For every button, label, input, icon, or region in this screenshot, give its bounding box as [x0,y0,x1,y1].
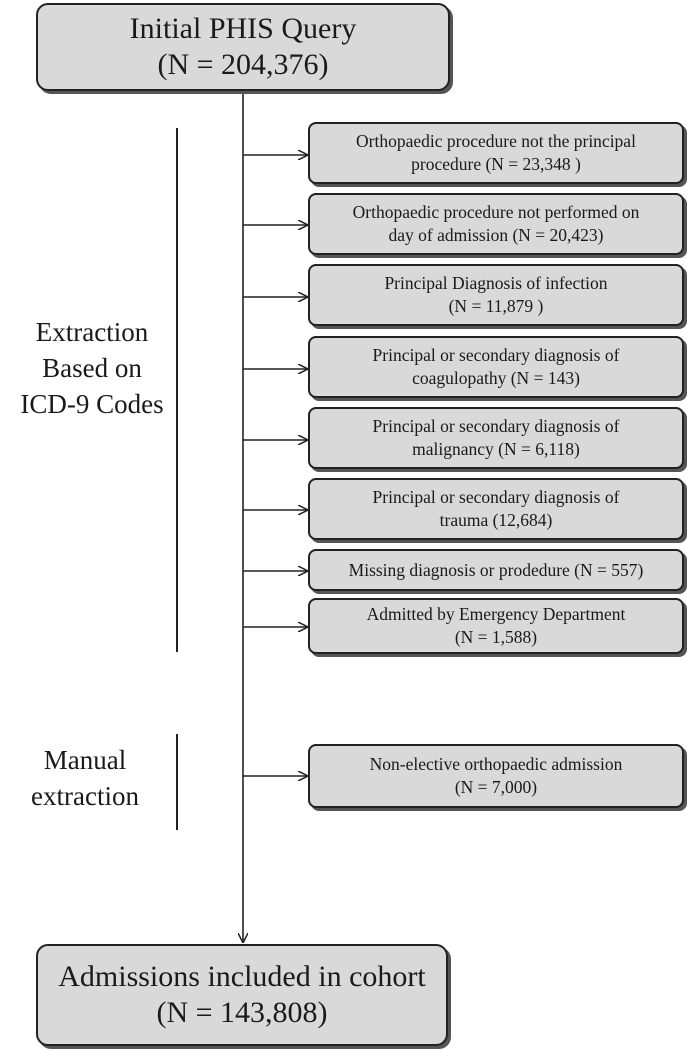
exclusion-box-infection: Principal Diagnosis of infection (N = 11… [308,264,684,326]
extraction-group-label: Extraction Based on ICD-9 Codes [20,317,164,419]
manual-group-label: Manual extraction [31,745,139,811]
exclusion-box-non-elective: Non-elective orthopaedic admission (N = … [308,744,684,808]
exclusion-box-malignancy: Principal or secondary diagnosis of mali… [308,407,684,469]
cohort-title: Admissions included in cohort [58,960,426,993]
initial-query-count: (N = 204,376) [157,48,329,81]
exclusion-box-principal-procedure: Orthopaedic procedure not the principal … [308,122,684,184]
exclusion-box-trauma: Principal or secondary diagnosis of trau… [308,478,684,540]
cohort-count: (N = 143,808) [156,996,328,1029]
initial-query-box: Initial PHIS Query (N = 204,376) [36,3,450,91]
exclusion-box-emergency-department: Admitted by Emergency Department (N = 1,… [308,598,684,654]
initial-query-title: Initial PHIS Query [129,12,357,45]
exclusion-box-coagulopathy: Principal or secondary diagnosis of coag… [308,336,684,398]
exclusion-box-day-of-admission: Orthopaedic procedure not performed on d… [308,193,684,255]
cohort-box: Admissions included in cohort (N = 143,8… [36,944,448,1046]
exclusion-box-missing-diagnosis: Missing diagnosis or prodedure (N = 557) [308,549,684,591]
